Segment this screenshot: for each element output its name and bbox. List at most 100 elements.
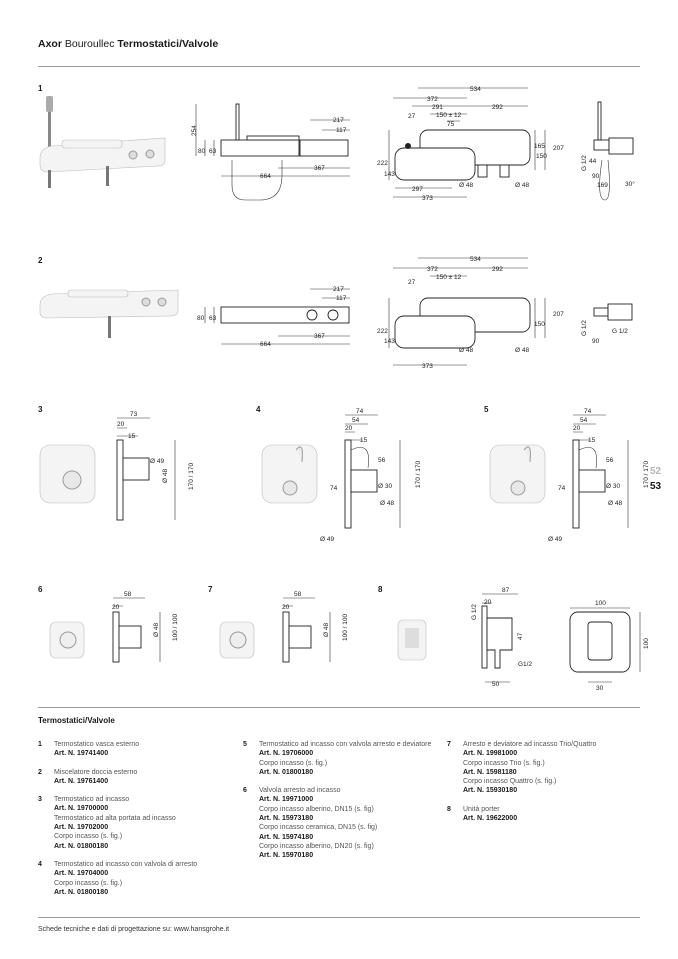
dimension-label: 90 — [592, 338, 600, 345]
dimension-label: 20 — [573, 425, 581, 432]
dimension-label: 222 — [377, 328, 388, 335]
dimension-label: 534 — [470, 86, 481, 93]
drawing-4: 74 54 20 15 56 74 Ø 30 Ø 48 170 / 170 Ø … — [261, 408, 422, 543]
item-number: 5 — [243, 741, 247, 748]
dimension-label: Ø 30 — [378, 483, 392, 490]
dimension-label: 534 — [470, 256, 481, 263]
dimension-label: 150 — [536, 153, 547, 160]
dimension-label: G1/2 — [518, 661, 532, 668]
article-number: Art. N. 19741400 — [54, 750, 109, 758]
drawing-2-top: 534 372 292 150 ± 12 27 222 143 150 207 … — [377, 256, 564, 370]
article-number: Art. N. 01800180 — [54, 888, 109, 896]
article-number: Art. N. 01800180 — [259, 768, 314, 776]
dimension-label: 27 — [408, 279, 416, 286]
dimension-label: 30° — [625, 180, 635, 188]
dimension-label: Ø 30 — [606, 483, 620, 490]
dimension-label: 100 / 100 — [342, 614, 349, 641]
article-number: Art. N. 19971000 — [259, 796, 314, 804]
article-number: Art. N. 19700000 — [54, 805, 109, 813]
dimension-label: 143 — [384, 338, 395, 345]
dimension-label: 15 — [128, 433, 136, 440]
product-description: Corpo incasso (s. fig.) — [54, 879, 123, 887]
page-header: Axor Bouroullec Termostatici/Valvole — [38, 38, 218, 50]
product-description: Corpo incasso (s. fig.) — [54, 833, 123, 841]
drawing-5: 74 54 20 15 56 74 Ø 30 Ø 48 170 / 170 Ø … — [489, 408, 650, 543]
product-description: Corpo incasso Trio (s. fig.) — [463, 759, 545, 767]
article-number: Art. N. 19981000 — [463, 750, 518, 758]
product-description: Miscelatore doccia esterno — [54, 768, 138, 776]
figure-label-5: 5 — [484, 405, 489, 414]
figure-label-6: 6 — [38, 585, 43, 594]
article-number: Art. N. 19761400 — [54, 777, 109, 785]
dimension-label: 15 — [588, 437, 596, 444]
dimension-label: G 1/2 — [581, 155, 588, 171]
figure-label-4: 4 — [256, 405, 261, 414]
product-description: Corpo incasso Quattro (s. fig.) — [463, 778, 557, 786]
dimension-label: 58 — [294, 591, 302, 598]
dimension-label: 373 — [422, 195, 433, 202]
dimension-label: 100 — [643, 638, 650, 649]
dimension-label: 222 — [377, 160, 388, 167]
dimension-label: Ø 49 — [150, 458, 164, 465]
collection: Bouroullec — [64, 38, 115, 50]
dimension-label: 100 / 100 — [172, 614, 179, 641]
article-number: Art. N. 19704000 — [54, 870, 109, 878]
brand: Axor — [38, 38, 62, 50]
dimension-label: 373 — [422, 363, 433, 370]
dimension-label: 291 — [432, 104, 443, 111]
dimension-label: 367 — [314, 165, 325, 172]
dimension-label: 63 — [209, 148, 217, 155]
item-number: 3 — [38, 796, 42, 804]
product-description: Corpo incasso (s. fig.) — [259, 759, 328, 767]
dimension-label: Ø 48 — [323, 623, 330, 637]
dimension-label: 143 — [384, 171, 395, 178]
dimension-label: 74 — [330, 485, 338, 492]
product-description: Unità porter — [463, 805, 500, 813]
dimension-label: 664 — [260, 341, 271, 348]
dimension-label: 170 / 170 — [415, 461, 422, 488]
figure-label-3: 3 — [38, 405, 43, 414]
dimension-label: 207 — [553, 311, 564, 318]
dimension-label: 58 — [124, 591, 132, 598]
product-description: Termostatico ad incasso — [54, 796, 130, 804]
drawing-2-side: G 1/2 G 1/2 90 — [581, 303, 633, 345]
dimension-label: Ø 48 — [459, 182, 473, 189]
footer-divider — [38, 917, 640, 918]
footer-text: Schede tecniche e dati di progettazione … — [38, 926, 230, 933]
dimension-label: 292 — [492, 266, 503, 273]
product-photo-1 — [39, 96, 166, 188]
dimension-label: 30 — [596, 685, 604, 692]
article-number: Art. N. 01800180 — [54, 842, 109, 850]
dimension-label: 20 — [282, 604, 290, 611]
dimension-label: 169 — [597, 182, 608, 189]
drawing-6: 58 20 Ø 48 100 / 100 — [49, 591, 179, 663]
dimension-label: 20 — [117, 421, 125, 428]
dimension-label: Ø 49 — [548, 536, 562, 543]
figure-label-7: 7 — [208, 585, 213, 594]
dimension-label: 50 — [492, 681, 500, 688]
drawing-3: 73 20 15 Ø 49 Ø 48 170 / 170 — [39, 411, 195, 521]
article-number: Art. N. 19706000 — [259, 750, 314, 758]
dimension-label: G 1/2 — [471, 604, 478, 620]
drawing-1-side: G 1/2 44 90 169 30° — [581, 101, 635, 201]
article-number: Art. N. 15974180 — [259, 833, 314, 841]
item-number: 2 — [38, 768, 42, 776]
dimension-label: Ø 48 — [608, 500, 622, 507]
drawing-1-front: 254 80 63 217 117 367 664 — [191, 103, 350, 201]
dimension-label: 170 / 170 — [643, 461, 650, 488]
item-number: 4 — [38, 860, 42, 868]
article-number: Art. N. 19622000 — [463, 815, 518, 823]
dimension-label: Ø 48 — [515, 182, 529, 189]
figure-label-1: 1 — [38, 84, 43, 93]
article-number: Art. N. 15981180 — [463, 768, 517, 776]
dimension-label: 117 — [336, 127, 347, 134]
page-number-left: 52 — [650, 466, 662, 477]
dimension-label: 90 — [592, 173, 600, 180]
